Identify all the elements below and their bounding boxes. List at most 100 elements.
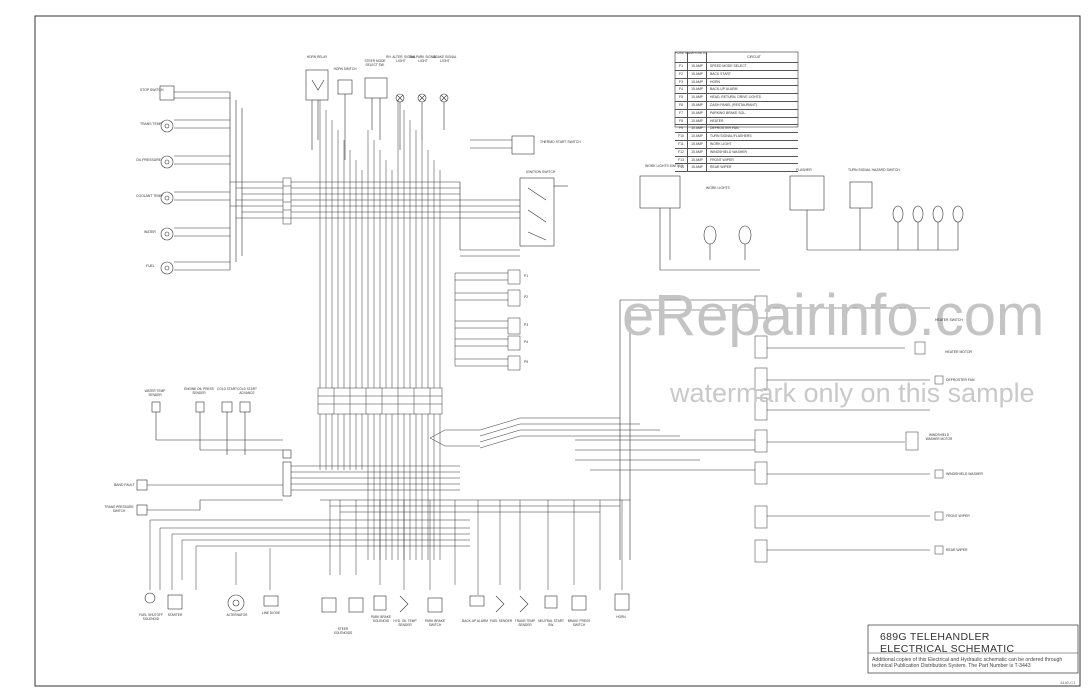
fuse-number: F5 (675, 94, 688, 101)
fuse-circuit: BACK START (710, 71, 731, 76)
mid-left-senders (136, 401, 460, 516)
fuse-ampere: 10 AMP (688, 109, 707, 117)
fuse-ampere: 15 AMP (688, 148, 707, 156)
fuse-circuit: HEATER (710, 118, 724, 123)
fuse-ampere: 15 AMP (688, 164, 707, 172)
title-line-2: ELECTRICAL SCHEMATIC (880, 643, 1015, 655)
label-water-temp-sender: WATER TEMP SENDER (144, 389, 166, 397)
fuse-number: F2 (675, 70, 688, 78)
dash-connector-lower (317, 387, 443, 415)
fuse-ampere: 10 AMP (688, 94, 707, 101)
label-heater-switch: HEATER SWITCH (935, 318, 963, 322)
dash-connector-upper (282, 177, 292, 225)
label-ignition: IGNITION SWITCH (526, 170, 556, 174)
fuse-table-frame (674, 51, 799, 128)
fuse-circuit: HEAD, RETURN, DRIVE LIGHTS (710, 95, 761, 100)
label-fuel: FUEL (146, 264, 155, 268)
label-neutral-start: NEUTRAL START SW. (538, 619, 564, 627)
sheet-border (34, 15, 1081, 687)
label-tan-park: TAN PARK SIGNAL LIGHT (408, 55, 438, 63)
label-flasher: FLASHER (796, 168, 812, 172)
label-line-diode: LINE DIODE (261, 611, 281, 615)
label-horn-switch: HORN SWITCH (333, 67, 357, 71)
label-oil-pressure: OIL PRESSURE (136, 158, 161, 162)
label-engine-oil-sender: ENGINE OIL PRESS SENDER (184, 387, 214, 395)
watermark-sample-note: watermark only on this sample (670, 378, 1035, 408)
drawing-number: 4440-C1 (1060, 680, 1076, 685)
fuse-circuit: HORN (710, 79, 720, 84)
fuse-circuit: DASH PANEL (RESTAURANT) (710, 102, 758, 107)
label-trans-temp: TRANS TEMP (140, 122, 162, 126)
fuse-number: F14 (675, 164, 688, 172)
label-cold-start: COLD START (217, 387, 237, 391)
label-fuel-sender: FUEL SENDER (489, 619, 513, 623)
label-front-wiper: FRONT WIPER (946, 514, 970, 518)
label-steer-solenoids: STEER SOLENOIDS (333, 627, 353, 635)
fuse-col-no: FUSE NO. (675, 52, 688, 62)
label-cold-start-advance: COLD START ADVANCE (237, 387, 257, 395)
label-turn-signal: TURN SIGNAL HAZARD SWITCH (848, 168, 900, 172)
label-windshield-washer: WINDSHIELD WASHER (946, 472, 983, 476)
label-back-up-alarm: BACK-UP ALARM (462, 619, 488, 623)
label-brake-press: BRAKE PRESS SWITCH (567, 619, 591, 627)
fuse-number: F8 (675, 117, 688, 125)
label-park-brake-switch: PARK BRAKE SWITCH (424, 619, 446, 627)
label-horn: HORN (616, 615, 626, 619)
connector-p3: P3 (524, 323, 529, 327)
right-light-group (619, 175, 964, 560)
fuse-number: F4 (675, 86, 688, 94)
fuse-circuit: PARKING BRAKE SOL. (710, 110, 747, 115)
fuse-col-circuit: CIRCUIT (747, 55, 761, 59)
label-horn-relay: HORN RELAY (306, 55, 328, 59)
ignition-group (459, 135, 568, 257)
connector-p4: P4 (524, 340, 529, 344)
fuse-number: F13 (675, 156, 688, 164)
fuse-circuit: SPEED MODE SELECT (710, 64, 747, 68)
label-brake-signal: BRAKE SIGNAL LIGHT (433, 55, 457, 63)
fuse-circuit: TURN SIGNAL/FLASHERS (710, 134, 752, 139)
fuse-number: F1 (675, 63, 688, 70)
fuse-ampere: 15 AMP (688, 140, 707, 148)
label-park-brake-solenoid: PARK BRAKE SOLENOID (370, 615, 392, 623)
fuse-circuit: REAR WIPER (710, 165, 732, 170)
relay-connectors (507, 269, 521, 371)
fuse-number: F3 (675, 78, 688, 86)
fuse-circuit: BACK-UP ALARM (710, 87, 738, 92)
fuse-circuit: FRONT WIPER (710, 157, 734, 162)
title-note: Additional copies of this Electrical and… (872, 657, 1063, 670)
label-rh-alter: RH. ALTER. SIGNAL LIGHT (386, 55, 416, 63)
label-band-fault: BAND FAULT (114, 483, 135, 487)
connector-p1: P1 (524, 274, 529, 278)
label-starter: STARTER (167, 613, 183, 617)
fuse-number: F10 (675, 133, 688, 140)
lower-harness (149, 499, 630, 595)
fuse-table-header: FUSE NO. AMPERE RATING CIRCUIT (675, 52, 798, 63)
label-defroster-fan: DEFROSTER FAN (946, 378, 975, 382)
fuse-circuit: WORK LIGHT (710, 141, 732, 146)
fuse-ampere: 15 AMP (688, 78, 707, 86)
label-windshield-washer-motor: WINDSHIELD WASHER MOTOR (925, 433, 953, 441)
left-sender-group (159, 85, 283, 275)
fuse-ampere: 15 AMP (688, 101, 707, 109)
fuse-circuit: WINDSHIELD WASHER (710, 149, 747, 154)
bottom-component-symbols (144, 592, 630, 613)
upper-harness (291, 100, 520, 560)
fuse-ampere: 10 AMP (688, 117, 707, 125)
label-work-lights-switch: WORK LIGHTS SWITCH (645, 164, 684, 168)
top-components (305, 69, 449, 160)
fuse-ampere: 10 AMP (688, 125, 707, 133)
label-trans-temp-sender: TRANS TEMP SENDER (514, 619, 536, 627)
label-work-lights: WORK LIGHTS (706, 186, 730, 190)
